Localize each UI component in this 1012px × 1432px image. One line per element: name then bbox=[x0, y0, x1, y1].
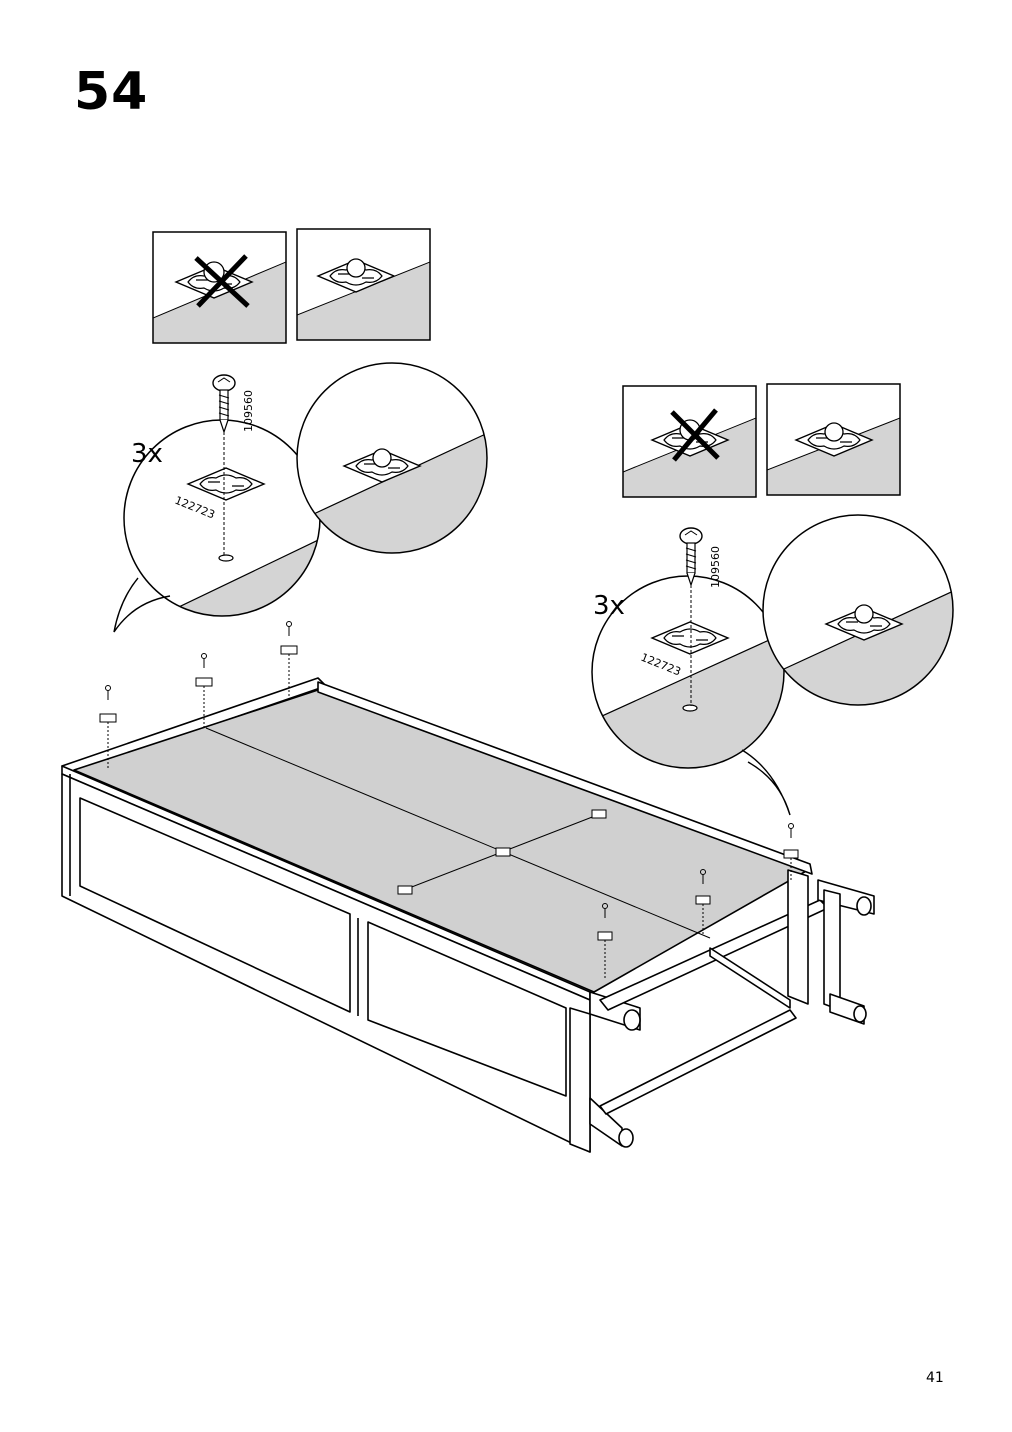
bracket-icon bbox=[597, 931, 613, 941]
screw-icon bbox=[602, 903, 608, 980]
screw-icon bbox=[700, 869, 706, 936]
board-screw-markers bbox=[105, 621, 794, 980]
bracket-icon bbox=[280, 645, 298, 655]
left-quantity-label: 3x bbox=[131, 439, 163, 469]
right-quantity-label: 3x bbox=[593, 591, 625, 621]
panel-wrong-right bbox=[622, 385, 757, 498]
bracket-icon bbox=[195, 677, 213, 687]
bracket-icon bbox=[397, 885, 413, 895]
callout-bubble-left-secondary bbox=[296, 362, 488, 554]
right-screw-part-number: 109560 bbox=[709, 546, 722, 588]
screw-icon bbox=[788, 823, 794, 880]
page-number: 41 bbox=[926, 1370, 944, 1386]
board-bracket-markers bbox=[99, 645, 799, 941]
bracket-icon bbox=[495, 847, 511, 857]
callout-bubble-right: 3x 109560 122723 bbox=[591, 527, 791, 816]
left-screw-part-number: 109560 bbox=[242, 390, 255, 432]
bracket-icon bbox=[783, 849, 799, 859]
step-number: 54 bbox=[74, 62, 149, 122]
wrong-orientation-cross-icon bbox=[194, 254, 250, 308]
callout-bubble-right-secondary bbox=[762, 514, 954, 706]
screw-icon bbox=[286, 621, 292, 698]
screw-icon bbox=[105, 685, 111, 770]
screw-icon bbox=[679, 527, 703, 706]
bed-frame bbox=[61, 677, 875, 1153]
panel-correct-left bbox=[296, 228, 431, 341]
bracket-icon bbox=[99, 713, 117, 723]
panel-correct-right bbox=[766, 383, 901, 496]
screw-icon bbox=[201, 653, 207, 728]
panel-wrong-left bbox=[152, 231, 287, 344]
bracket-icon bbox=[695, 895, 711, 905]
screw-icon bbox=[212, 374, 236, 556]
bracket-icon bbox=[591, 809, 607, 819]
wrong-orientation-cross-icon bbox=[670, 408, 720, 462]
